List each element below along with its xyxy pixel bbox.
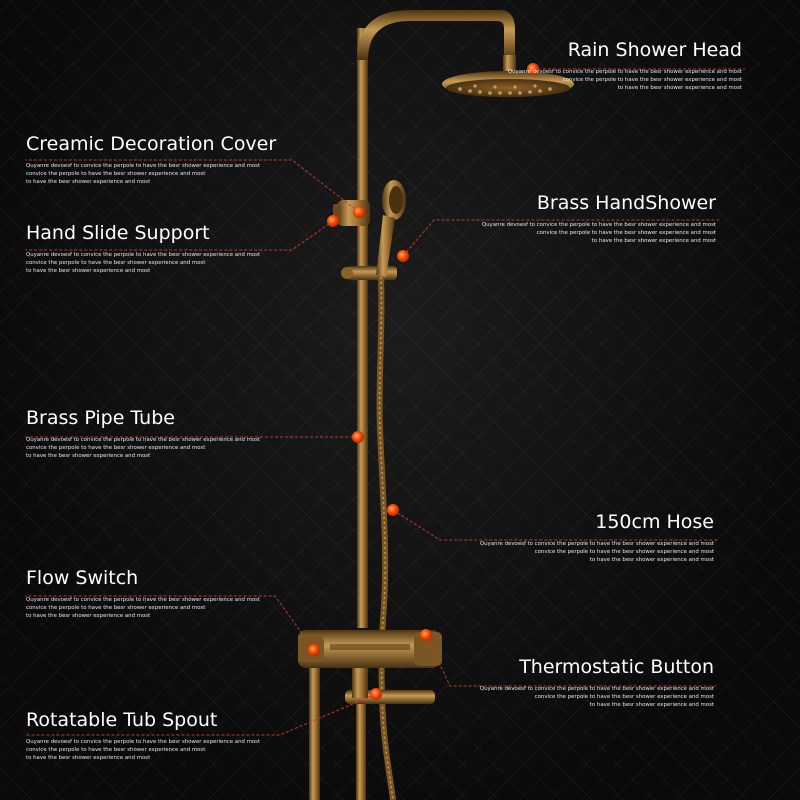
feature-title: Thermostatic Button — [519, 656, 714, 678]
leader-hand-slide-support — [25, 220, 334, 251]
marker-hand-slide-support — [327, 215, 339, 227]
thermostatic-knob — [414, 632, 442, 666]
desc-line: Quyanre devoesf to convice the perpole t… — [26, 437, 261, 443]
desc-line: to have the besr shower experience and m… — [617, 85, 742, 92]
shower-head-nozzles — [458, 84, 552, 95]
feature-description: Quyanre devoesf to convice the perpole t… — [508, 68, 742, 93]
desc-line: to have the besr shower experience and m… — [26, 613, 151, 620]
feature-description: Quyanre devoesf to convice the perpole t… — [26, 738, 260, 763]
desc-line: convice the perpole to have the besr sho… — [26, 747, 206, 754]
hose — [376, 276, 396, 800]
feature-description: Quyanre devoesf to convice the perpole t… — [480, 685, 714, 710]
marker-brass-handshower — [397, 250, 409, 262]
shower-system — [298, 10, 574, 800]
desc-line: to have the besr shower experience and m… — [26, 268, 151, 275]
brass-pipe-tube — [357, 28, 368, 628]
handshower-face — [389, 186, 403, 214]
feature-150cm-hose: 150cm Hose Quyanre devoesf to convice th… — [480, 510, 714, 565]
feature-description: Quyanre devoesf to convice the perpole t… — [26, 251, 260, 276]
feature-title: Flow Switch — [26, 567, 139, 589]
desc-line: to have the besr shower experience and m… — [26, 179, 151, 186]
feature-rotatable-tub-spout: Rotatable Tub Spout Quyanre devoesf to c… — [26, 708, 260, 763]
desc-line: to have the besr shower experience and m… — [26, 755, 151, 762]
feature-description: Quyanre devoesf to convice the perpole t… — [26, 162, 276, 187]
desc-line: Quyanre devoesf to convice the perpole t… — [479, 541, 714, 547]
shower-head-face — [446, 79, 570, 97]
desc-line: to have the besr shower experience and m… — [26, 453, 151, 460]
desc-line: Quyanre devoesf to convice the perpole t… — [26, 163, 261, 169]
feature-title: Brass HandShower — [536, 192, 716, 214]
hose-highlight — [378, 276, 394, 800]
feature-title: Rotatable Tub Spout — [26, 709, 218, 731]
leader-thermostatic-button — [425, 634, 716, 687]
desc-line: Quyanre devoesf to convice the perpole t… — [26, 739, 261, 745]
desc-line: to have the besr shower experience and m… — [589, 557, 714, 564]
feature-description: Quyanre devoesf to convice the perpole t… — [482, 221, 716, 246]
desc-line: convice the perpole to have the besr sho… — [26, 171, 206, 178]
leader-flow-switch — [25, 595, 315, 651]
feature-title: Creamic Decoration Cover — [26, 133, 277, 155]
feature-rain-shower-head: Rain Shower Head Quyanre devoesf to conv… — [508, 38, 742, 93]
mixer-band — [330, 644, 410, 650]
desc-line: to have the besr shower experience and m… — [591, 238, 716, 245]
desc-line: convice the perpole to have the besr sho… — [26, 605, 206, 612]
marker-brass-pipe-tube — [352, 431, 364, 443]
marker-rain-shower-head — [527, 63, 539, 75]
leader-150cm-hose — [392, 509, 718, 541]
lower-pipe-left — [309, 668, 320, 800]
desc-line: Quyanre devoesf to convice the perpole t… — [26, 597, 261, 603]
leader-brass-handshower — [402, 219, 720, 257]
desc-line: Quyanre devoesf to convice the perpole t… — [479, 686, 714, 692]
desc-line: Quyanre devoesf to convice the perpole t… — [481, 222, 716, 228]
feature-title: 150cm Hose — [595, 511, 714, 533]
feature-thermostatic-button: Thermostatic Button Quyanre devoesf to c… — [480, 655, 714, 710]
feature-brass-handshower: Brass HandShower Quyanre devoesf to conv… — [482, 191, 716, 246]
desc-line: convice the perpole to have the besr sho… — [562, 77, 742, 84]
feature-description: Quyanre devoesf to convice the perpole t… — [480, 540, 714, 565]
marker-creamic-decoration-cover — [353, 206, 365, 218]
feature-description: Quyanre devoesf to convice the perpole t… — [26, 436, 260, 461]
marker-flow-switch — [308, 644, 320, 656]
brass-handshower-handle — [376, 215, 395, 277]
desc-line: convice the perpole to have the besr sho… — [26, 445, 206, 452]
desc-line: to have the besr shower experience and m… — [589, 702, 714, 709]
desc-line: convice the perpole to have the besr sho… — [536, 230, 716, 237]
hand-slide-support — [347, 266, 397, 280]
slide-knob — [341, 267, 353, 279]
desc-line: Quyanre devoesf to convice the perpole t… — [507, 69, 742, 75]
spout-neck — [352, 668, 368, 698]
feature-creamic-decoration-cover: Creamic Decoration Cover Quyanre devoesf… — [26, 132, 276, 187]
feature-flow-switch: Flow Switch Quyanre devoesf to convice t… — [26, 566, 260, 621]
feature-title: Rain Shower Head — [567, 39, 742, 61]
leader-lines — [25, 68, 745, 736]
desc-line: convice the perpole to have the besr sho… — [26, 260, 206, 267]
desc-line: Quyanre devoesf to convice the perpole t… — [26, 252, 261, 258]
lower-pipe-right — [356, 704, 366, 800]
marker-thermostatic-button — [420, 629, 432, 641]
desc-line: convice the perpole to have the besr sho… — [534, 694, 714, 701]
feature-title: Hand Slide Support — [26, 222, 210, 244]
feature-brass-pipe-tube: Brass Pipe Tube Quyanre devoesf to convi… — [26, 406, 260, 461]
feature-description: Quyanre devoesf to convice the perpole t… — [26, 596, 260, 621]
leader-creamic-decoration-cover — [25, 159, 360, 213]
feature-hand-slide-support: Hand Slide Support Quyanre devoesf to co… — [26, 221, 260, 276]
markers — [308, 63, 539, 700]
marker-rotatable-tub-spout — [370, 688, 382, 700]
feature-title: Brass Pipe Tube — [26, 407, 175, 429]
marker-150cm-hose — [387, 504, 399, 516]
head-connector — [503, 55, 516, 75]
riser-elbow — [357, 10, 515, 60]
desc-line: convice the perpole to have the besr sho… — [534, 549, 714, 556]
